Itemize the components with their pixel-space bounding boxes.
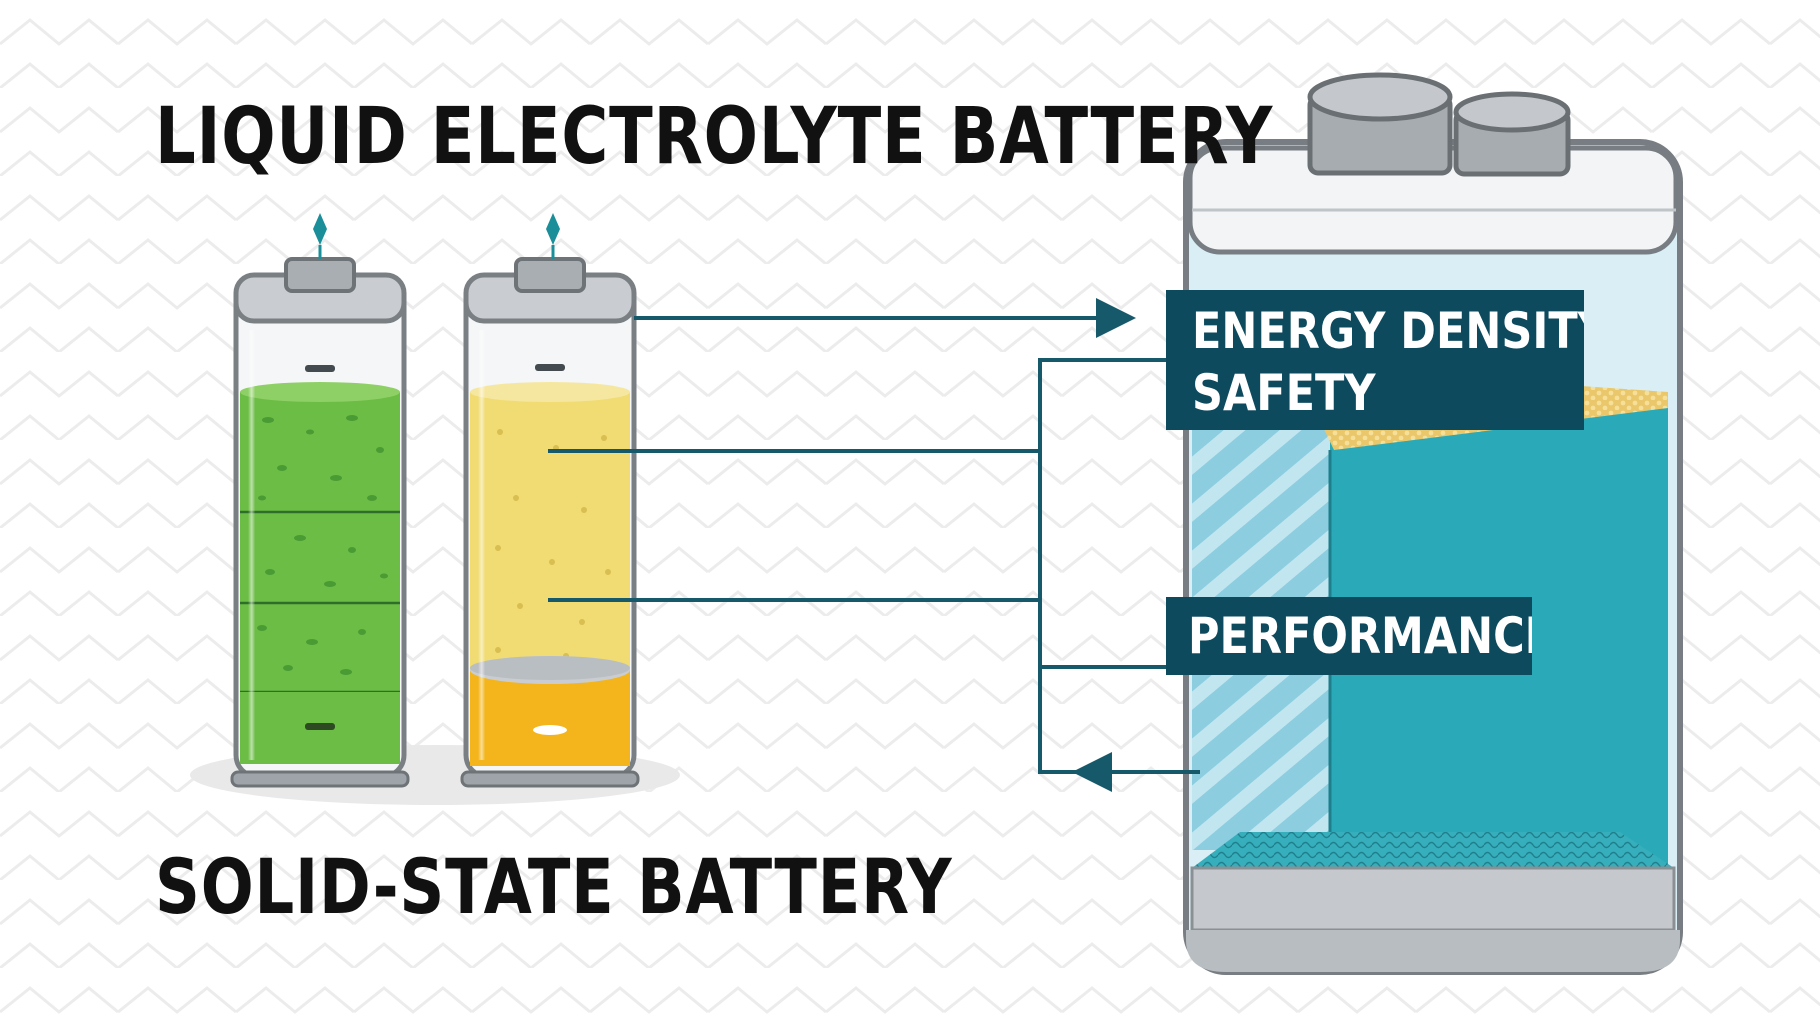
yellow-battery [460, 213, 640, 788]
energy-safety-tag: ENERGY DENSITY SAFETY [1166, 290, 1584, 430]
mesh-layer [1192, 832, 1674, 868]
performance-label: PERFORMANCE [1188, 607, 1532, 665]
terminal-marker [546, 213, 560, 245]
terminal-marker [313, 213, 327, 245]
performance-tag: PERFORMANCE [1166, 597, 1532, 675]
negative-mark [305, 365, 335, 372]
connector-lines [548, 298, 1200, 792]
green-battery [230, 213, 410, 788]
positive-mark [305, 723, 335, 730]
liquid-electrolyte-battery-title: LIQUID ELECTROLYTE BATTERY [155, 92, 1274, 182]
solid-state-battery-title: SOLID-STATE BATTERY [155, 842, 953, 931]
positive-mark [533, 725, 567, 735]
safety-label: SAFETY [1192, 364, 1376, 422]
negative-mark [535, 364, 565, 371]
energy-density-label: ENERGY DENSITY [1192, 302, 1584, 360]
large-battery-cell [1183, 72, 1683, 975]
